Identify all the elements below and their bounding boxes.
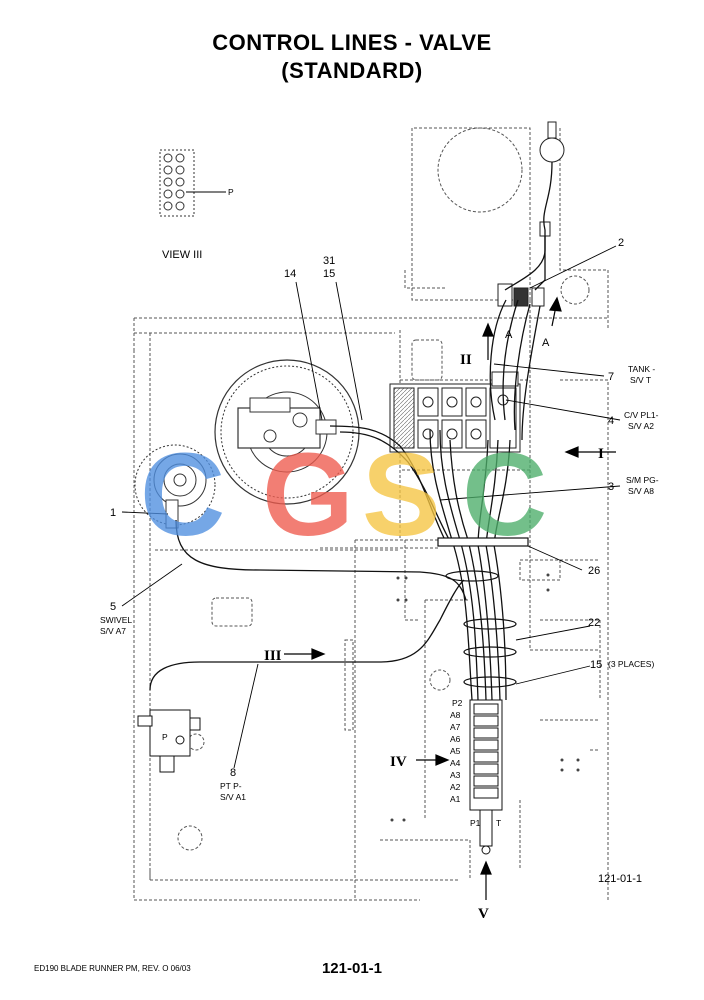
watermark-letter-c2: C	[462, 429, 547, 561]
view-marker-i: I	[598, 446, 604, 462]
callout-a-right: A	[542, 337, 550, 349]
callout-14: 14	[284, 268, 296, 280]
port-a3: A3	[450, 770, 461, 780]
note-sm-line2: S/V A8	[628, 486, 654, 496]
left-valve-port-label: P	[162, 732, 168, 742]
note-swivel-line2: S/V A7	[100, 626, 126, 636]
callout-26: 26	[588, 565, 600, 577]
view-iii-port-label: P	[228, 187, 234, 197]
port-p1: P1	[470, 818, 481, 828]
callout-15-top: 15	[323, 268, 335, 280]
note-sm-line1: S/M PG-	[626, 475, 659, 485]
leader-lines	[121, 245, 621, 769]
port-a8: A8	[450, 710, 461, 720]
callout-7: 7	[608, 371, 614, 383]
watermark: C G S C	[140, 429, 547, 561]
port-t: T	[496, 818, 501, 828]
callout-a-left: A	[505, 329, 513, 341]
arrows	[284, 296, 616, 900]
callout-3: 3	[608, 481, 614, 493]
port-a5: A5	[450, 746, 461, 756]
view-marker-v: V	[478, 906, 489, 922]
watermark-letter-g: G	[262, 429, 354, 561]
note-tank-line2: S/V T	[630, 375, 651, 385]
view-iii-label: VIEW III	[162, 249, 202, 261]
port-a2: A2	[450, 782, 461, 792]
note-cv-line1: C/V PL1-	[624, 410, 659, 420]
footer-manual-id: ED190 BLADE RUNNER PM, REV. O 06/03	[34, 964, 191, 973]
note-swivel-line1: SWIVEL	[100, 615, 132, 625]
page-title: CONTROL LINES - VALVE	[212, 30, 492, 55]
swivel-joint	[134, 444, 216, 529]
figure-reference: 121-01-1	[598, 873, 643, 885]
note-tank-line1: TANK -	[628, 364, 655, 374]
pilot-valve-stack	[469, 699, 503, 855]
callout-22: 22	[588, 617, 600, 629]
top-fittings	[497, 121, 565, 307]
note-ptp-line1: PT P-	[220, 781, 242, 791]
callout-4: 4	[608, 415, 614, 427]
bolt-marks	[390, 573, 580, 822]
hose-lines	[149, 161, 553, 701]
callout-5: 5	[110, 601, 116, 613]
callout-31: 31	[323, 255, 335, 267]
callout-8: 8	[230, 767, 236, 779]
watermark-letter-c1: C	[140, 429, 225, 561]
callout-1: 1	[110, 507, 116, 519]
watermark-letter-s: S	[362, 429, 441, 561]
stack-sections	[473, 703, 499, 799]
callout-15-note: (3 PLACES)	[608, 659, 654, 669]
left-pilot-valve	[137, 709, 201, 773]
port-circles	[163, 153, 185, 211]
view-marker-iv: IV	[390, 754, 407, 770]
page-subtitle: (STANDARD)	[281, 58, 423, 83]
note-ptp-line2: S/V A1	[220, 792, 246, 802]
view-marker-iii: III	[264, 648, 282, 664]
port-p2: P2	[452, 698, 463, 708]
view-marker-ii: II	[460, 352, 472, 368]
port-a4: A4	[450, 758, 461, 768]
stack-port-labels: P2 A8 A7 A6 A5 A4 A3 A2 A1	[450, 698, 463, 804]
frame-outline	[133, 127, 609, 901]
callout-15-bottom: 15	[590, 659, 602, 671]
port-a6: A6	[450, 734, 461, 744]
frame-cutouts	[177, 339, 561, 851]
hose-clamps	[437, 537, 529, 688]
note-cv-line2: S/V A2	[628, 421, 654, 431]
footer-page-number: 121-01-1	[321, 960, 383, 977]
callout-2: 2	[618, 237, 624, 249]
port-a1: A1	[450, 794, 461, 804]
view-iii-detail	[159, 149, 226, 217]
port-a7: A7	[450, 722, 461, 732]
